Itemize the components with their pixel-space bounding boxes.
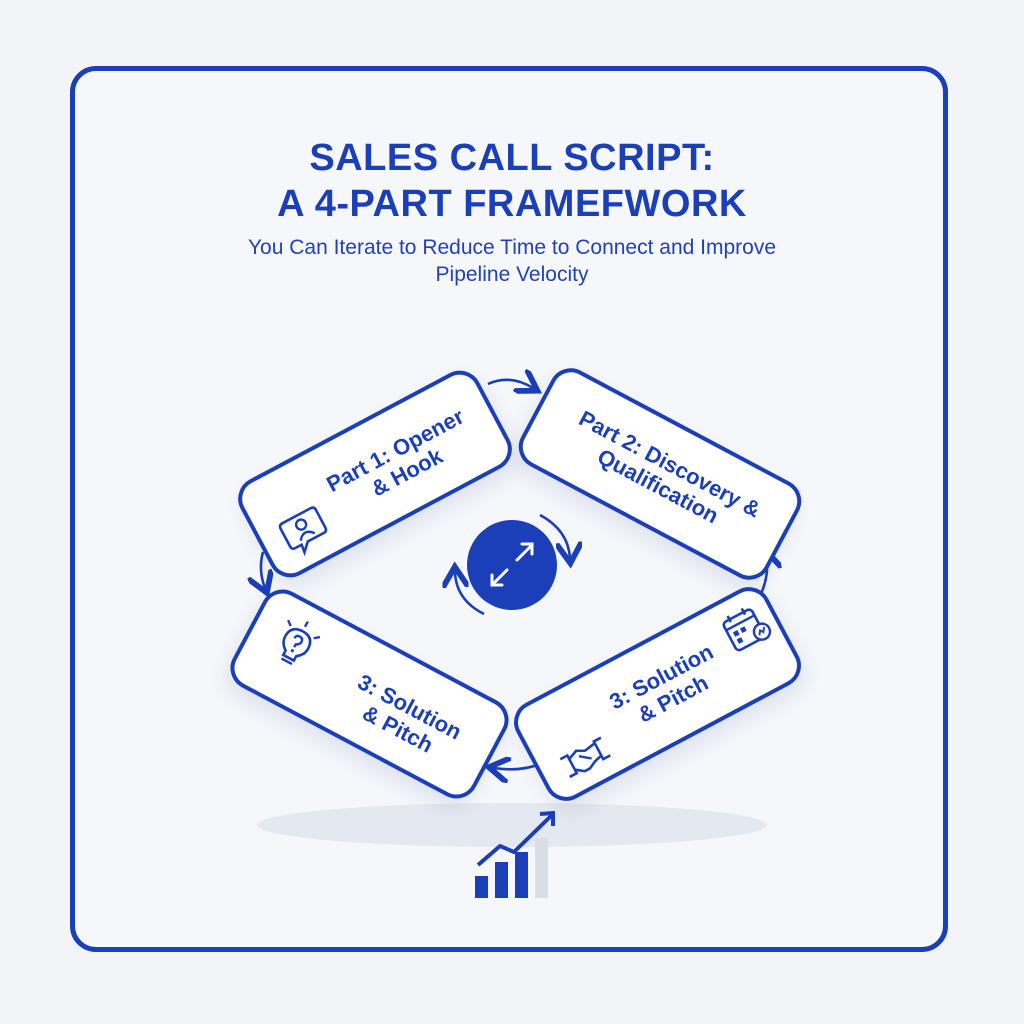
part-3-box: 3: Solution & Pitch <box>222 581 517 807</box>
arrow-part1-to-part3 <box>261 551 265 588</box>
growth-bar-chart-icon <box>475 810 555 898</box>
center-cycle <box>455 513 570 616</box>
speech-bubble-person-icon <box>275 501 339 566</box>
subtitle-line-1: You Can Iterate to Reduce Time to Connec… <box>247 236 777 259</box>
part-1-box: Part 1: Opener & Hook <box>230 362 520 586</box>
calendar-chart-icon <box>717 599 779 663</box>
expand-arrows-icon <box>490 542 534 587</box>
floor-shadow <box>257 803 767 847</box>
part-4-box: 3: Solution & Pitch <box>506 579 809 809</box>
subtitle-line-2: Pipeline Velocity <box>435 263 589 286</box>
arrow-part1-to-part2 <box>487 380 533 388</box>
title-line-2: A 4-PART FRAMEFWORK <box>277 183 747 225</box>
title-line-1: SALES CALL SCRIPT: <box>309 137 715 179</box>
lightbulb-question-icon <box>261 610 328 682</box>
handshake-icon <box>555 730 618 790</box>
